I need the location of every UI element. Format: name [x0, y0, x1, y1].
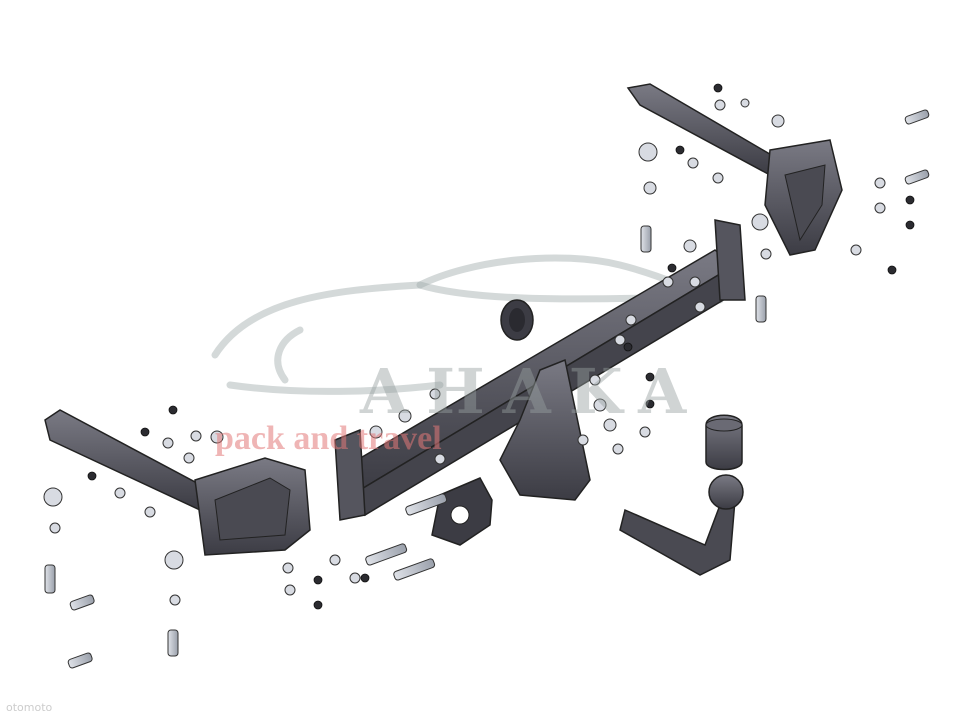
watermark-brand: AHAKA [360, 355, 705, 428]
corner-watermark: otomoto [6, 701, 53, 714]
socket-plate [431, 477, 493, 546]
rubber-grommet [500, 299, 534, 341]
watermark-tagline: pack and travel [215, 420, 442, 457]
main-cross-beam [334, 219, 746, 521]
nut-icon [87, 83, 915, 610]
tow-ball-assembly [619, 414, 744, 576]
bolt-icon [44, 109, 930, 669]
right-side-bracket [626, 83, 843, 256]
washer-icon [43, 98, 886, 606]
car-silhouette-logo [211, 254, 724, 395]
left-side-bracket [44, 409, 311, 556]
